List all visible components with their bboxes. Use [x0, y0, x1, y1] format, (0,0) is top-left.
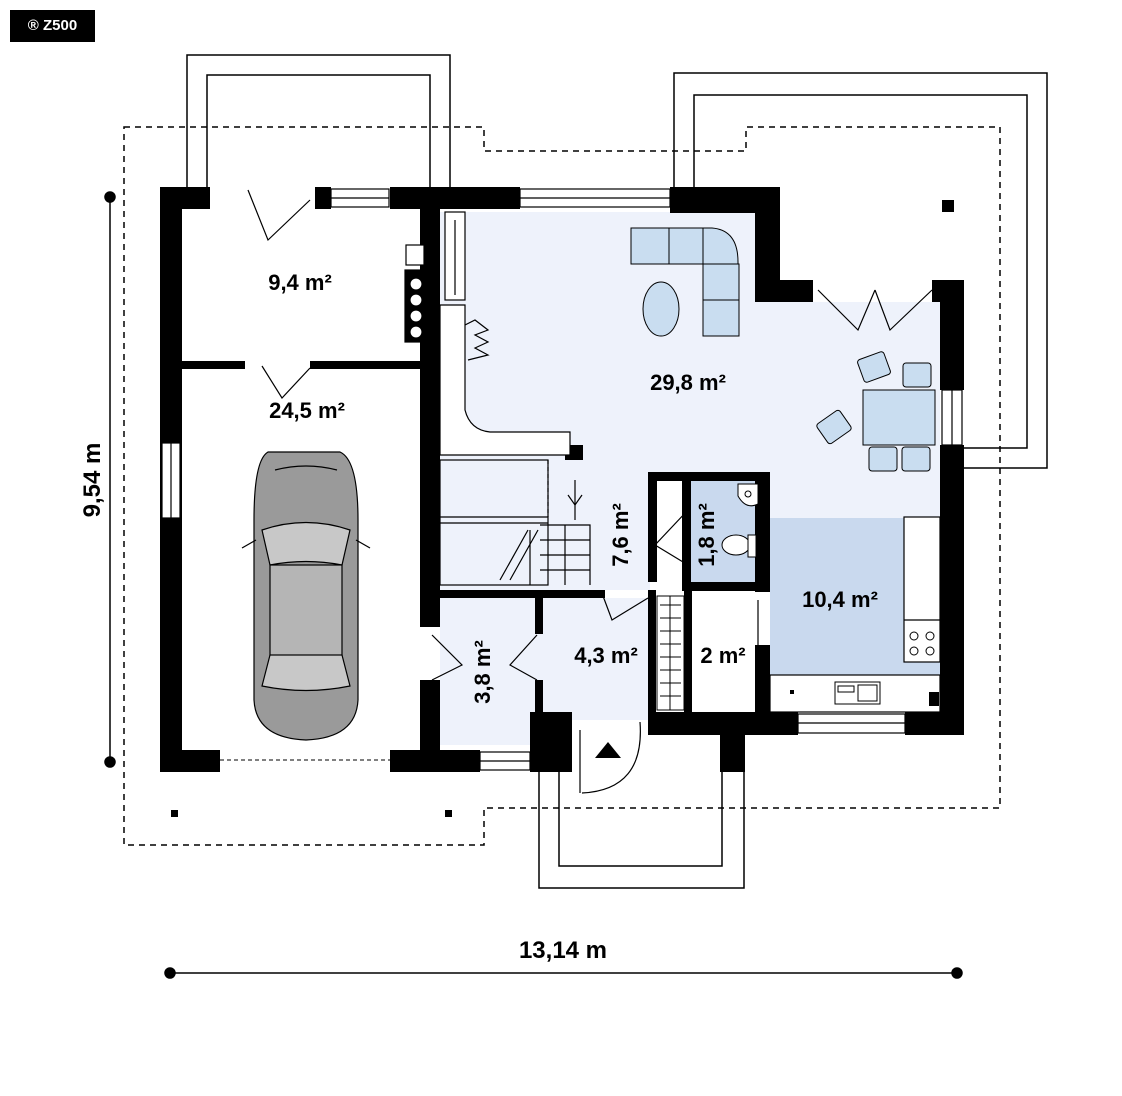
windows: [161, 188, 963, 771]
room-area-entry: 4,3 m²: [574, 643, 638, 668]
post-marker: [171, 810, 178, 817]
outlet-icon: [790, 690, 794, 694]
room-area-living: 29,8 m²: [650, 370, 726, 395]
dishwasher-icon: [929, 692, 939, 706]
entry-fill: [440, 598, 650, 745]
pergola: [186, 54, 1048, 889]
fireplace: [439, 304, 571, 456]
sink-icon: [834, 681, 881, 705]
room-area-wc: 1,8 m²: [694, 503, 719, 567]
room-area-pantry: 2 m²: [700, 643, 745, 668]
width-label: 13,14 m: [519, 937, 607, 964]
room-area-kitchen: 10,4 m²: [802, 587, 878, 612]
room-area-vestibule: 9,4 m²: [268, 270, 332, 295]
staircase: [439, 459, 591, 586]
sofa-icon: [630, 227, 740, 337]
room-area-boiler: 3,8 m²: [470, 640, 495, 704]
post-marker: [942, 200, 954, 212]
depth-dimension-line: [104, 191, 116, 768]
dining-table-icon: [816, 351, 936, 472]
boiler-icon: [404, 244, 428, 343]
doors: [247, 189, 933, 794]
car-icon: [241, 451, 371, 741]
radiator-icon: [444, 211, 466, 301]
stove-icon: [909, 631, 935, 656]
washbasin-icon: [737, 483, 759, 507]
width-dimension-line: [164, 967, 963, 979]
copyright-badge: ® Z500: [10, 10, 95, 42]
wardrobe: [656, 595, 685, 711]
toilet-icon: [721, 534, 757, 558]
room-area-garage: 24,5 m²: [269, 398, 345, 423]
room-area-hall: 7,6 m²: [608, 503, 633, 567]
depth-label: 9,54 m: [79, 443, 106, 518]
fireplace-coil: [464, 319, 490, 361]
post-marker: [445, 810, 452, 817]
entry-arrow-icon: [595, 742, 621, 758]
living-area-fill: [440, 212, 940, 598]
roof-outline: [123, 126, 1001, 846]
